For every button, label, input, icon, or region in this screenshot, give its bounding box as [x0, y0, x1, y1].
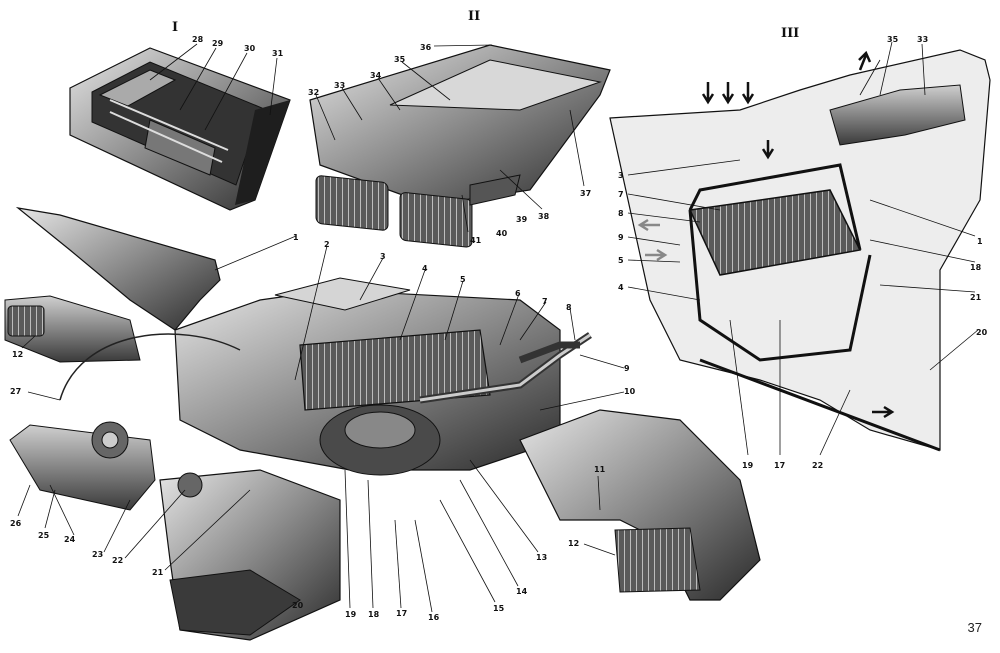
callout-main-6: 6 [515, 289, 521, 298]
callout-fig3-19: 19 [742, 461, 754, 470]
callout-fig3-17: 17 [774, 461, 785, 470]
callout-main-12-right: 12 [568, 539, 579, 548]
callout-fig3-7: 7 [618, 190, 624, 199]
callout-fig2-35: 35 [394, 55, 406, 64]
callout-main-18: 18 [368, 610, 380, 619]
callout-fig3-8: 8 [618, 209, 624, 218]
callout-main-3: 3 [380, 252, 386, 261]
figure-iii-section-view [609, 49, 991, 452]
callout-main-13: 13 [536, 553, 547, 562]
callout-fig3-5: 5 [618, 256, 624, 265]
callout-main-23: 23 [92, 550, 103, 559]
callout-main-10: 10 [624, 387, 636, 396]
callout-main-26: 26 [10, 519, 22, 528]
callout-fig3-33: 33 [917, 35, 928, 44]
callout-main-8: 8 [566, 303, 572, 312]
callout-main-25: 25 [38, 531, 50, 540]
callout-main-5: 5 [460, 275, 466, 284]
figure-ii-outlet-duct [309, 44, 611, 248]
callout-fig1-28: 28 [192, 35, 204, 44]
callout-fig2-36: 36 [420, 43, 432, 52]
callout-fig2-38: 38 [538, 212, 550, 221]
callout-fig2-40: 40 [496, 229, 508, 238]
callout-main-17: 17 [396, 609, 407, 618]
callout-fig2-39: 39 [516, 215, 528, 224]
section-label-ii: II [468, 9, 480, 24]
callout-fig3-20: 20 [976, 328, 988, 337]
callout-main-27: 27 [10, 387, 21, 396]
callout-labels: 28 29 30 31 36 35 34 33 32 37 38 39 40 4… [10, 35, 988, 622]
callout-main-16: 16 [428, 613, 440, 622]
callout-fig3-18: 18 [970, 263, 982, 272]
callout-fig2-34: 34 [370, 71, 382, 80]
main-heater-assembly [4, 207, 761, 641]
callout-main-19: 19 [345, 610, 357, 619]
callout-fig2-33: 33 [334, 81, 345, 90]
callout-main-12-left: 12 [12, 350, 23, 359]
callout-main-4: 4 [422, 264, 428, 273]
section-label-i: I [172, 20, 178, 35]
callout-fig2-37: 37 [580, 189, 591, 198]
callout-main-2: 2 [324, 240, 330, 249]
callout-main-11: 11 [594, 465, 606, 474]
callout-fig2-41: 41 [470, 236, 482, 245]
callout-fig3-22: 22 [812, 461, 823, 470]
callout-fig1-30: 30 [244, 44, 256, 53]
callout-main-14: 14 [516, 587, 528, 596]
callout-fig3-1: 1 [977, 237, 983, 246]
callout-fig1-31: 31 [272, 49, 284, 58]
callout-fig3-35: 35 [887, 35, 899, 44]
callout-fig3-9: 9 [618, 233, 624, 242]
callout-fig2-32: 32 [308, 88, 319, 97]
callout-main-22: 22 [112, 556, 123, 565]
callout-main-7: 7 [542, 297, 548, 306]
callout-main-9: 9 [624, 364, 630, 373]
callout-main-24: 24 [64, 535, 76, 544]
page-number: 37 [967, 620, 982, 635]
callout-fig3-4: 4 [618, 283, 624, 292]
callout-main-15: 15 [493, 604, 505, 613]
figure-i-air-distributor [69, 47, 291, 211]
callout-main-20: 20 [292, 601, 304, 610]
callout-main-1: 1 [293, 233, 299, 242]
callout-fig3-21: 21 [970, 293, 982, 302]
callout-fig3-3: 3 [618, 171, 624, 180]
callout-fig1-29: 29 [212, 39, 224, 48]
callout-main-21: 21 [152, 568, 164, 577]
section-label-iii: III [781, 26, 799, 41]
